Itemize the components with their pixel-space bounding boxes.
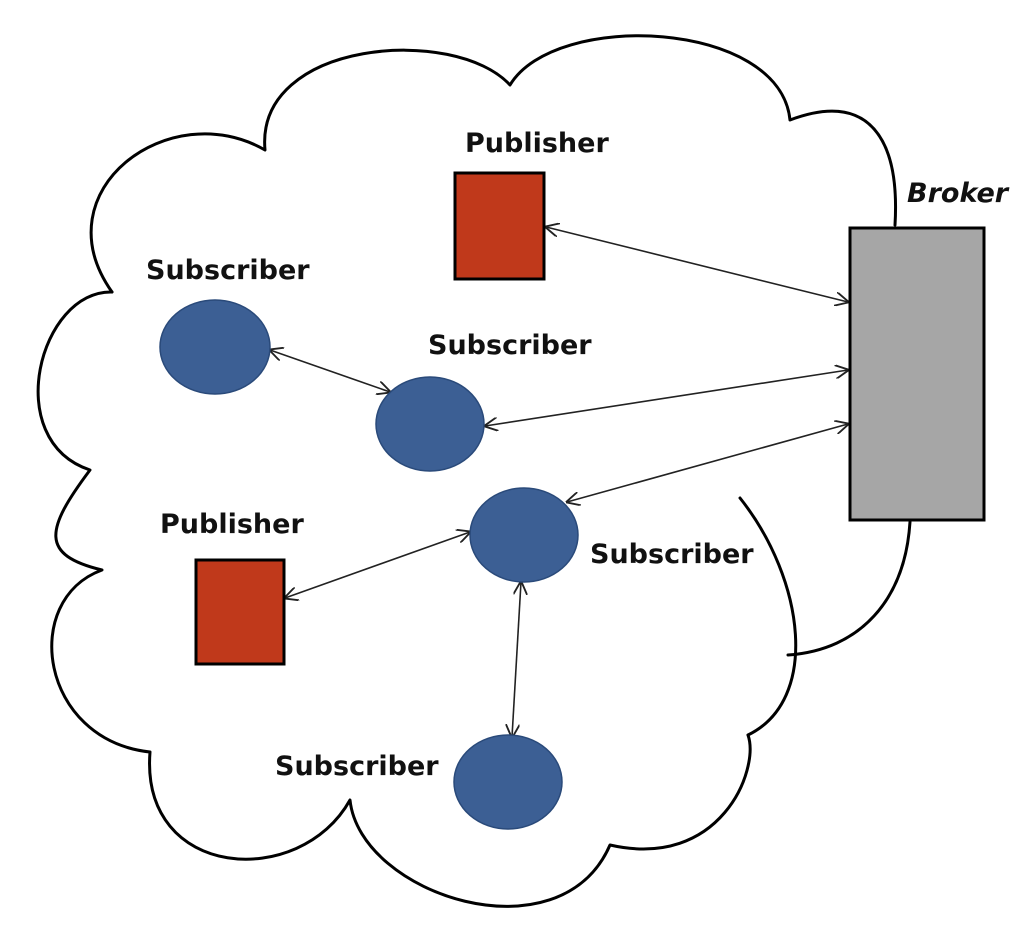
publisher-left-label: Publisher bbox=[160, 509, 304, 540]
subscriber-left-label: Subscriber bbox=[146, 255, 310, 286]
subscriber-center-node bbox=[469, 487, 579, 583]
subscriber-bottom-label: Subscriber bbox=[275, 751, 439, 782]
cloud-outline-bottom-right bbox=[738, 496, 798, 737]
publisher-top-label: Publisher bbox=[465, 128, 609, 159]
subscriber-left-node bbox=[159, 299, 271, 395]
broker-node bbox=[848, 226, 986, 522]
labels: Publisher Broker Subscriber Subscriber P… bbox=[146, 128, 1010, 782]
subscriber-center-label: Subscriber bbox=[590, 539, 754, 570]
edge-subscriber-mid-broker bbox=[485, 370, 848, 426]
edge-subscriber-center-broker bbox=[567, 424, 848, 502]
cloud-outline-left bbox=[36, 290, 752, 908]
edge-publisher-top-broker bbox=[546, 227, 848, 302]
publisher-left-node bbox=[194, 558, 286, 666]
nodes bbox=[159, 171, 986, 830]
cloud-outline-right bbox=[786, 520, 912, 657]
network-cloud bbox=[36, 34, 912, 908]
subscriber-mid-node bbox=[375, 376, 485, 472]
broker-label: Broker bbox=[907, 178, 1010, 209]
cloud-outline bbox=[89, 34, 898, 294]
edge-subscriber-left-subscriber-mid bbox=[270, 350, 390, 392]
edge-subscriber-center-subscriber-bottom bbox=[512, 582, 521, 737]
edge-publisher-left-subscriber-center bbox=[285, 532, 470, 598]
subscriber-bottom-node bbox=[453, 734, 563, 830]
connections bbox=[270, 227, 848, 737]
subscriber-mid-label: Subscriber bbox=[428, 330, 592, 361]
publisher-top-node bbox=[453, 171, 546, 281]
